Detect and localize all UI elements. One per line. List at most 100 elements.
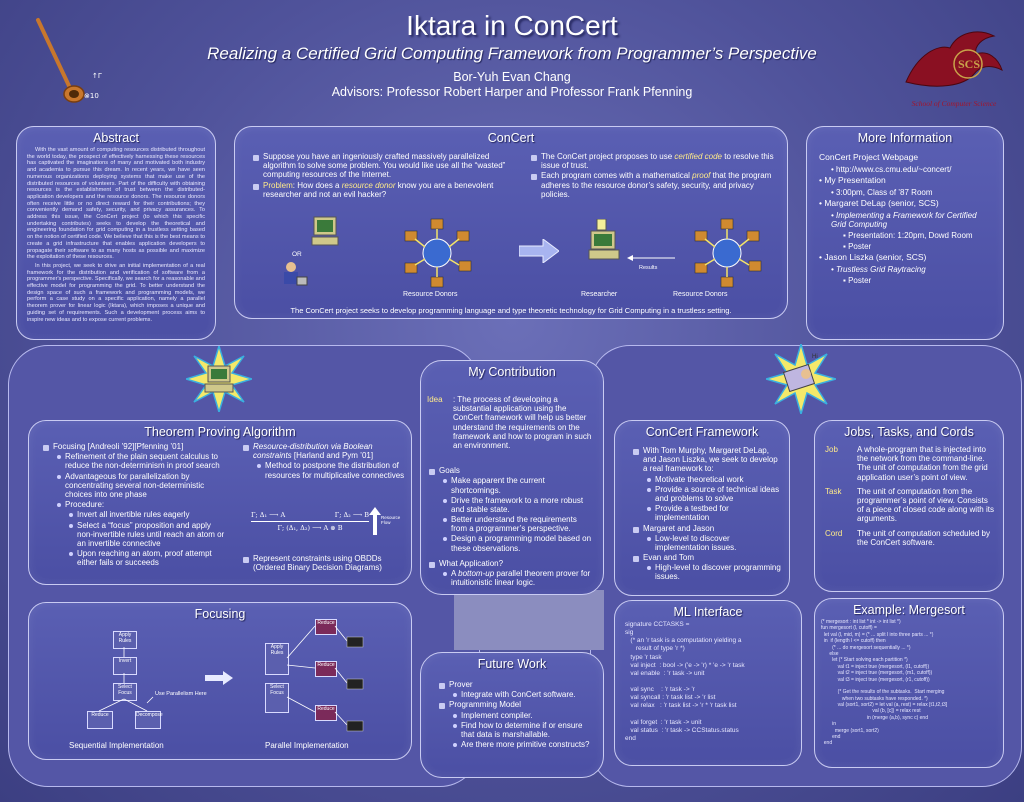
code-line: let val (l, mid, m) = (* ... split l int… <box>821 631 934 638</box>
more-info-item: • My Presentation <box>819 174 886 185</box>
computer-icon <box>311 216 339 246</box>
flow-box: Invert <box>113 657 137 675</box>
ml-code: signature CCTASKS =sig (* an 'r task is … <box>615 621 801 743</box>
up-arrow-icon <box>369 507 381 535</box>
more-info-item: ▪ Poster <box>843 276 872 286</box>
more-info-item: • Trustless Grid Raytracing <box>831 265 926 275</box>
obdd-text: Represent constraints using OBDDs (Order… <box>243 554 407 572</box>
bullet-icon: • <box>819 252 825 263</box>
goal-item: Make apparent the current shortcomings. <box>443 476 595 495</box>
resource-bullets: Resource-distribution via Boolean constr… <box>241 441 407 481</box>
focusing-item: Advantageous for parallelization by conc… <box>57 472 227 500</box>
code-line: (* Get the results of the subtasks. Star… <box>821 689 945 696</box>
concert-right-bullets: The ConCert project proposes to use cert… <box>529 151 783 200</box>
code-line: val t1 = inject true (mergesort, (l1, cu… <box>821 663 930 670</box>
code-line: result of type 'r *) <box>625 645 685 653</box>
definition-text: The unit of computation scheduled by the… <box>857 528 990 547</box>
more-info-item: ConCert Project Webpage <box>819 152 919 162</box>
goals-list: Make apparent the current shortcomings.D… <box>439 476 595 553</box>
goals-item: Goals Make apparent the current shortcom… <box>429 466 595 553</box>
theorem-panel: Theorem Proving Algorithm Focusing [Andr… <box>28 420 412 585</box>
researcher-label: Researcher <box>581 291 618 298</box>
md-list: Low-level to discover implementation iss… <box>643 534 781 552</box>
more-info-list: ConCert Project Webpage • http://www.cs.c… <box>807 147 1003 286</box>
code-line: sig <box>625 629 634 637</box>
pm-item: Are there more primitive constructs? <box>453 740 595 749</box>
header: Iktara in ConCert Realizing a Certified … <box>0 10 1024 99</box>
scs-logo: SCS School of Computer Science <box>898 24 1010 108</box>
goal-item: Drive the framework to a more robust and… <box>443 496 595 514</box>
md-heading: Margaret and Jason Low-level to discover… <box>633 524 781 553</box>
code-line: val enable : 'r task -> unit <box>625 669 705 677</box>
concert-panel: ConCert Suppose you have an ingeniously … <box>234 126 788 319</box>
md-item: Low-level to discover implementation iss… <box>647 534 781 552</box>
code-line: val sync : 'r task -> 'r <box>625 686 695 693</box>
code-line: val syncall : 'r task list -> 'r list <box>625 694 716 702</box>
definition-text: The unit of computation from the program… <box>857 486 994 524</box>
goal-item: Design a programming model based on thes… <box>443 534 595 553</box>
burst-computer-icon <box>186 346 252 412</box>
iktara-icon: ↑Γ ⊗10 <box>36 18 102 103</box>
concert-bullet: Problem: How does a resource donor know … <box>253 181 515 199</box>
code-line <box>625 678 795 686</box>
bullet-icon: ▪ <box>843 242 849 252</box>
code-line: fun mergesort (l, cutoff) = <box>821 625 877 632</box>
code-line: in (merge (a,b), sync c) end <box>821 714 928 721</box>
code-line: merge (sort1, sort2) <box>821 727 879 734</box>
parallelism-label: Use Parallelism Here <box>155 691 207 697</box>
more-info-panel: More Information ConCert Project Webpage… <box>806 126 1004 340</box>
bullet-icon: • <box>831 164 837 174</box>
bullet-icon: • <box>831 265 837 275</box>
pm-list: Implement compiler.Find how to determine… <box>449 711 595 750</box>
theorem-title: Theorem Proving Algorithm <box>144 425 296 439</box>
svg-text:↑Γ: ↑Γ <box>92 72 102 80</box>
et-list: High-level to discover programming issue… <box>643 563 781 581</box>
abstract-title: Abstract <box>93 131 139 145</box>
idea-text: : The process of developing a substantia… <box>453 395 592 450</box>
donors-label-right: Resource Donors <box>673 291 728 298</box>
framework-item: Provide a testbed for implementation <box>647 504 781 522</box>
rule-premise-right: Γ; Δ₂ ⟶ B <box>334 511 369 519</box>
abstract-paragraph: In this project, we seek to drive an ini… <box>27 262 205 323</box>
poster-subtitle: Realizing a Certified Grid Computing Fra… <box>207 44 817 63</box>
mergesort-code: (* mergesort : int list * int -> int lis… <box>815 619 1003 747</box>
obdd-bullet: Represent constraints using OBDDs (Order… <box>241 553 407 573</box>
more-info-title: More Information <box>857 131 953 145</box>
procedure-item: Select a “focus” proposition and apply n… <box>69 521 227 549</box>
code-line: (* mergesort : int list * int -> int lis… <box>821 619 901 625</box>
resource-flow-label: Resource Flow <box>381 515 401 525</box>
donors-label-left: Resource Donors <box>403 291 458 298</box>
flow-box: Reduce <box>315 619 337 635</box>
prover-list: Integrate with ConCert software. <box>449 690 595 699</box>
concert-bullet: Each program comes with a mathematical p… <box>531 171 783 199</box>
svg-text:Hi: Hi <box>812 354 818 360</box>
definition-text: A whole-program that is injected into th… <box>857 445 988 482</box>
poster-title: Iktara in ConCert <box>406 10 618 41</box>
goal-item: Better understand the requirements from … <box>443 515 595 533</box>
what-item: What Application? A bottom-up parallel t… <box>429 559 595 588</box>
bullet-icon: ▪ <box>843 231 849 241</box>
pm-item: Implement compiler. <box>453 711 595 720</box>
hacker-icon <box>284 262 308 286</box>
more-info-item: • http://www.cs.cmu.edu/~concert/ <box>831 164 952 174</box>
jobs-rows: Job A whole-program that is injected into… <box>815 441 1003 547</box>
code-line <box>625 710 795 718</box>
focusing-title: Focusing <box>194 607 246 621</box>
abstract-panel: Abstract With the vast amount of computi… <box>16 126 216 340</box>
more-info-item: ▪ Presentation: 1:20pm, Dowd Room <box>843 231 973 241</box>
prover-item: Integrate with ConCert software. <box>453 690 595 699</box>
concert-footer: The ConCert project seeks to develop pro… <box>290 306 732 315</box>
code-line: val (sort1, sort2) = let val (a, rest) =… <box>821 702 948 709</box>
definition-term: Cord <box>825 528 843 538</box>
framework-intro: With Tom Murphy, Margaret DeLap, and Jas… <box>633 446 781 523</box>
flow-box: Select Focus <box>113 683 137 701</box>
future-panel: Future Work Prover Integrate with ConCer… <box>420 652 604 778</box>
rule-conclusion: Γ; (Δ₁, Δ₂) ⟶ A ⊗ B <box>277 524 343 532</box>
results-label: Results <box>639 265 658 271</box>
code-line: else <box>821 650 839 657</box>
code-line: val (b, [c]) = relax rest <box>821 708 921 715</box>
definition-term: Job <box>825 445 838 454</box>
